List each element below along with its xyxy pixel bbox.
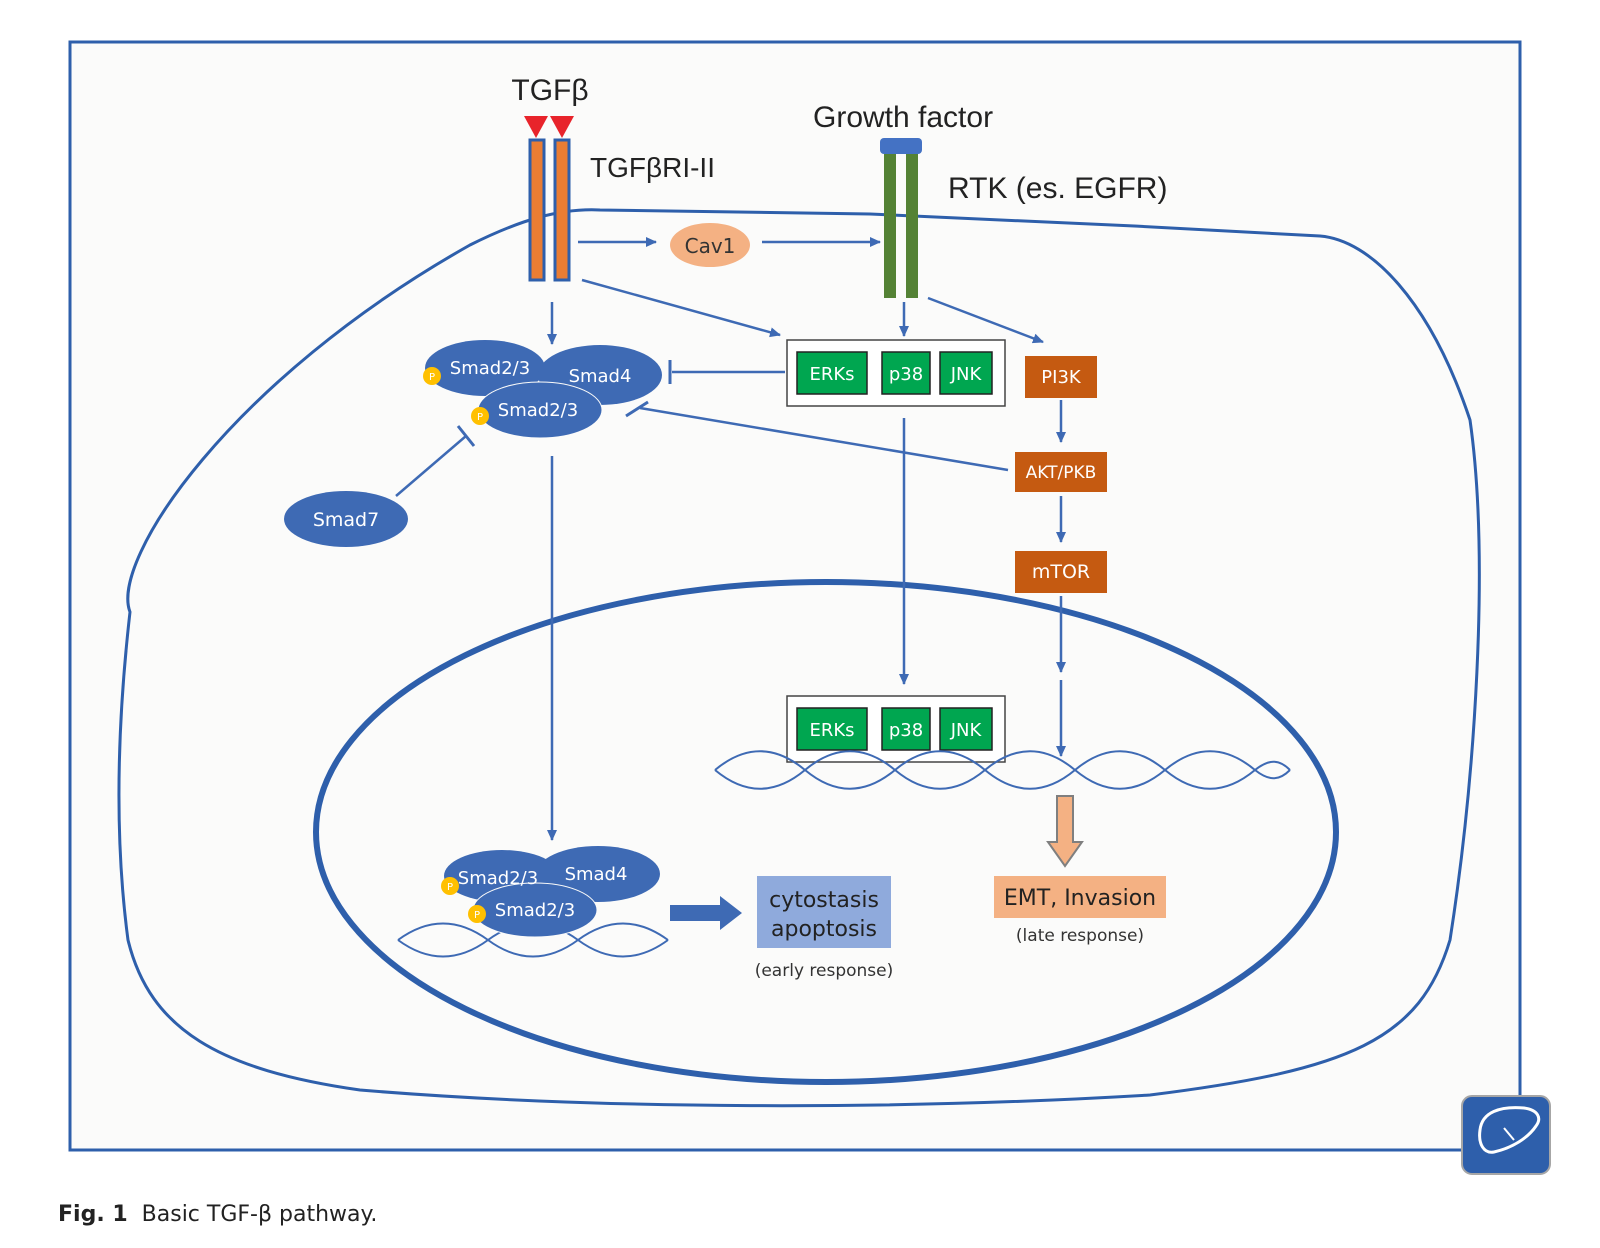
mapk-cytoplasm-boxes: ERKs p38 JNK xyxy=(796,351,993,395)
mtor-box xyxy=(1015,551,1107,593)
tgfb-receptor xyxy=(524,116,574,282)
phospho-icon xyxy=(471,407,489,425)
smad-complex-cytoplasm: P P Smad2/3 Smad4 Smad2/3 xyxy=(423,340,662,439)
dna-strand-right xyxy=(714,750,1291,790)
inhibit-akt-smad xyxy=(639,406,1009,472)
jnk-label: JNK xyxy=(950,364,983,385)
smad4-label: Smad4 xyxy=(569,366,632,387)
growth-factor-label: Growth factor xyxy=(813,101,993,134)
erks-label: ERKs xyxy=(809,364,854,385)
liver-logo-icon xyxy=(1461,1095,1551,1175)
figure-frame xyxy=(68,40,1522,1152)
late-outcome-label: EMT, Invasion xyxy=(1004,886,1156,911)
smad7-node xyxy=(284,491,408,547)
smad-complex-nucleus: P P Smad2/3 Smad4 Smad2/3 xyxy=(441,846,660,938)
mapk-nucleus-boxes: ERKs p38 JNK xyxy=(796,707,993,751)
tgfb-receptor-label: TGFβRI-II xyxy=(590,152,715,183)
late-response-note: (late response) xyxy=(1016,926,1144,946)
svg-text:P: P xyxy=(447,882,453,893)
akt-label: AKT/PKB xyxy=(1026,463,1097,483)
svg-text:P: P xyxy=(429,372,435,383)
smad23-label: Smad2/3 xyxy=(458,868,538,889)
early-outcome-line2: apoptosis xyxy=(771,917,877,942)
nucleus-membrane xyxy=(313,579,1339,1085)
rtk-label: RTK (es. EGFR) xyxy=(948,172,1167,205)
phospho-icon xyxy=(441,877,459,895)
mtor-label: mTOR xyxy=(1032,561,1090,583)
phospho-icon xyxy=(468,905,486,923)
pi3k-box xyxy=(1025,356,1097,398)
smad23-label: Smad2/3 xyxy=(495,900,575,921)
cell-membrane xyxy=(117,208,1481,1108)
smad23-node xyxy=(425,340,545,396)
akt-box xyxy=(1015,452,1107,492)
smad4-label: Smad4 xyxy=(565,864,628,885)
figure-caption-label: Fig. 1 xyxy=(58,1202,128,1227)
arrow-receptor-mapk xyxy=(581,278,781,338)
arrow-smad-early-response xyxy=(670,896,742,930)
arrow-rtk-pi3k xyxy=(927,296,1044,344)
tgfb-ligand-icon xyxy=(550,116,574,138)
cav1-label: Cav1 xyxy=(685,234,736,258)
p38-box xyxy=(881,351,931,395)
figure-caption: Fig. 1 Basic TGF-β pathway. xyxy=(58,1202,377,1227)
rtk-receptor xyxy=(880,138,922,298)
cav1-node xyxy=(670,223,750,267)
jnk-box xyxy=(939,351,993,395)
smad7-label: Smad7 xyxy=(313,509,379,531)
jnk-box xyxy=(939,707,993,751)
erks-box xyxy=(796,351,868,395)
erks-box xyxy=(796,707,868,751)
early-outcome-line1: cytostasis xyxy=(769,888,879,913)
early-response-box xyxy=(757,876,891,948)
smad23-label: Smad2/3 xyxy=(450,358,530,379)
jnk-label: JNK xyxy=(950,720,983,741)
phospho-icon xyxy=(423,367,441,385)
inhibit-smad7 xyxy=(395,435,467,497)
figure-caption-text: Basic TGF-β pathway. xyxy=(141,1202,378,1227)
p38-label: p38 xyxy=(889,364,923,385)
tgfb-ligand-icon xyxy=(524,116,548,138)
smad23-label: Smad2/3 xyxy=(498,400,578,421)
late-response-box xyxy=(994,876,1166,918)
pi3k-label: PI3K xyxy=(1041,367,1082,388)
tgfb-ligand-label: TGFβ xyxy=(511,74,588,107)
early-response-note: (early response) xyxy=(755,961,894,981)
p38-label: p38 xyxy=(889,720,923,741)
arrow-dna-late-response xyxy=(1046,795,1084,868)
growth-factor-icon xyxy=(880,138,922,154)
svg-text:P: P xyxy=(474,910,480,921)
erks-label: ERKs xyxy=(809,720,854,741)
svg-text:P: P xyxy=(477,412,483,423)
p38-box xyxy=(881,707,931,751)
